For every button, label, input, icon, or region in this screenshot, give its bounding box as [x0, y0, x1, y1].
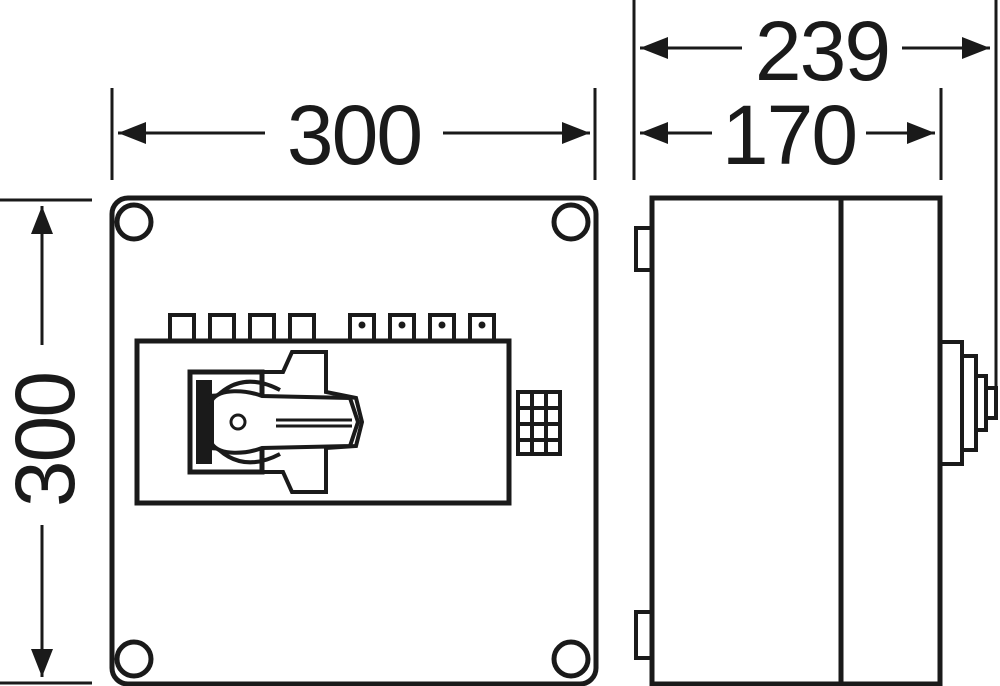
dimension-side-body-depth: 170 [640, 88, 943, 182]
auxiliary-contact-block [516, 390, 562, 456]
screw-bottom-right [551, 639, 591, 679]
dimension-front-height: 300 [0, 198, 92, 685]
side-total-depth-label: 239 [755, 4, 889, 98]
dimension-front-width: 300 [110, 88, 597, 182]
terminal-screws [358, 321, 486, 329]
side-clip-bottom [634, 610, 654, 660]
side-body-depth-label: 170 [722, 88, 856, 182]
switch-body [134, 338, 512, 506]
screw-top-right [551, 202, 591, 242]
handle-side-profile [938, 340, 998, 466]
dimension-side-total-depth: 239 [632, 0, 998, 395]
rotary-handle [187, 350, 365, 494]
front-height-label: 300 [0, 373, 92, 507]
screw-top-left [114, 202, 154, 242]
front-width-label: 300 [287, 88, 421, 182]
terminal-block [168, 313, 496, 343]
side-clip-top [634, 226, 654, 272]
switch-disconnector [134, 313, 562, 506]
side-view-enclosure [634, 195, 998, 686]
front-view-enclosure [109, 195, 599, 686]
screw-bottom-left [114, 639, 154, 679]
